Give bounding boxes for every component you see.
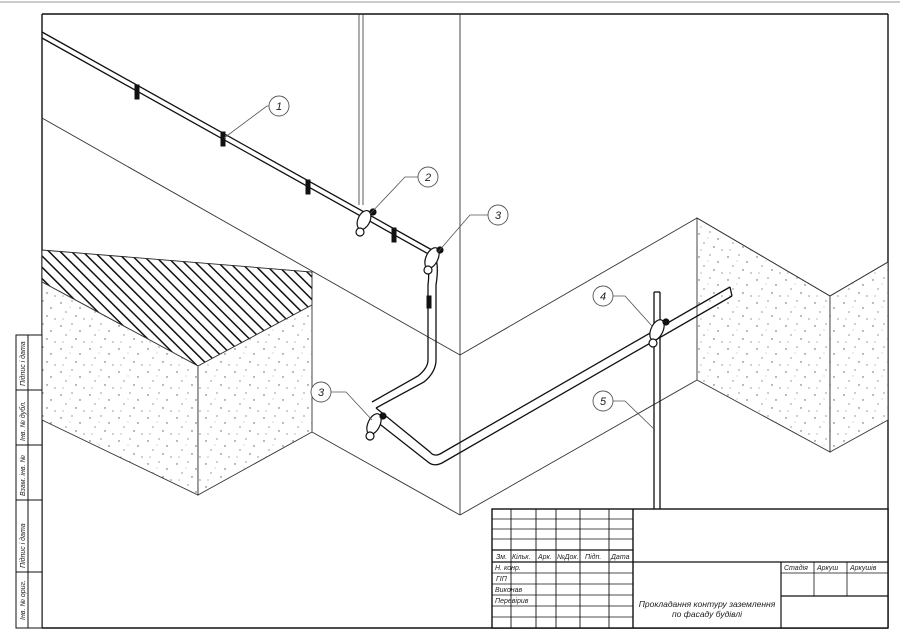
bolt-connections xyxy=(355,208,670,441)
callout-3a: 3 xyxy=(437,204,509,253)
callout-2-label: 2 xyxy=(424,172,431,184)
callout-5-label: 5 xyxy=(600,396,607,408)
tb-role-chief-engineer: ГІП xyxy=(496,576,508,583)
callout-1-label: 1 xyxy=(276,101,282,113)
tb-sheet-header: Аркуш xyxy=(816,565,838,572)
tb-header-sheet: Арк. xyxy=(537,554,552,561)
support-clips xyxy=(134,84,432,309)
tb-header-doc-no: №Док. xyxy=(557,554,579,561)
tb-stage-header: Стадія xyxy=(784,564,808,572)
tb-role-checked: Перевірив xyxy=(495,597,529,605)
callout-1: 1 xyxy=(223,95,290,139)
tb-header-qty: Кільк. xyxy=(512,553,531,561)
drawing-title-line1: Прокладання контуру заземлення xyxy=(639,599,776,609)
side-stamp-replace-inv: Взам. інв. № xyxy=(19,455,27,496)
bolt-connection-2 xyxy=(355,208,377,237)
side-stamp-sign-date-2: Підпис і дата xyxy=(19,341,27,386)
side-stamp-orig-inv: Інв. № ориг. xyxy=(20,580,27,620)
side-stamp-sign-date-1: Підпис і дата xyxy=(19,523,27,568)
callout-5: 5 xyxy=(592,390,656,431)
tb-header-date: Дата xyxy=(610,554,630,561)
bolt-connection-4 xyxy=(648,318,670,348)
callout-3a-label: 3 xyxy=(495,210,502,222)
callout-3b: 3 xyxy=(310,381,373,421)
tb-sheets-header: Аркушів xyxy=(849,564,877,572)
callout-3b-label: 3 xyxy=(318,387,325,399)
tb-header-change: Зм. xyxy=(496,554,507,561)
callout-2: 2 xyxy=(369,166,439,215)
title-block xyxy=(491,508,889,629)
tb-header-sign: Підп. xyxy=(585,553,601,561)
tb-role-norm-control: Н. конр. xyxy=(495,565,521,572)
callout-4-label: 4 xyxy=(600,291,606,303)
side-stamp xyxy=(15,334,43,629)
side-stamp-dup-inv: Інв. № дубл. xyxy=(19,401,27,441)
tb-role-executed: Виконав xyxy=(495,587,523,594)
callout-4: 4 xyxy=(592,285,653,327)
bolt-connection-3-upper xyxy=(423,246,444,275)
building-geometry xyxy=(41,14,889,516)
drawing-title-line2: по фасаду будівлі xyxy=(672,609,743,619)
